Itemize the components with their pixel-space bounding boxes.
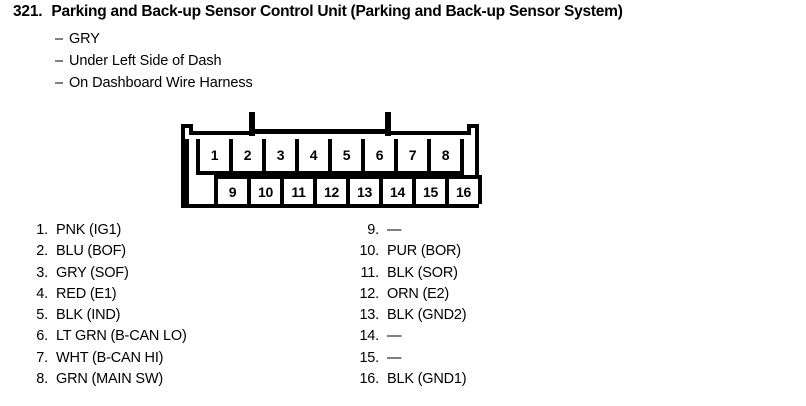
connector-shoulder-left — [181, 124, 193, 135]
pinout-label: GRY (SOF) — [56, 264, 129, 281]
connector-diagram: 1 2 3 4 5 6 7 8 9 10 11 12 13 14 15 16 — [181, 112, 482, 208]
pin-cell-12: 12 — [313, 175, 350, 204]
pin-cell-13: 13 — [346, 175, 383, 204]
pinout-label: BLU (BOF) — [56, 243, 126, 260]
entry-number: 321. — [13, 3, 43, 20]
pin-cell-7: 7 — [394, 139, 431, 175]
pinout-number: 2. — [36, 243, 48, 260]
pin-cell-16: 16 — [445, 175, 482, 204]
detail-line: –GRY — [55, 28, 253, 50]
pinout-label: RED (E1) — [56, 285, 117, 302]
pinout-row: 10. PUR (BOR) — [352, 243, 466, 264]
pinout-number: 12. — [359, 285, 379, 302]
pin-row-top: 1 2 3 4 5 6 7 8 — [185, 139, 464, 175]
latch-post-right — [385, 112, 391, 136]
pinout-row: 15. — — [352, 350, 466, 371]
pinout-row: 12. ORN (E2) — [352, 286, 466, 307]
page-title: Parking and Back-up Sensor Control Unit … — [51, 3, 623, 20]
pinout-label: GRN (MAIN SW) — [56, 371, 163, 388]
pinout-list-right: 9. — 10. PUR (BOR) 11. BLK (SOR) 12. ORN… — [352, 222, 466, 392]
detail-line: –On Dashboard Wire Harness — [55, 72, 253, 94]
pin-cell-11: 11 — [280, 175, 317, 204]
pin-cell-15: 15 — [412, 175, 449, 204]
pinout-label: PNK (IG1) — [56, 222, 122, 238]
latch-bar — [252, 129, 388, 134]
pinout-label: — — [387, 328, 402, 345]
pin-row-bottom: 9 10 11 12 13 14 15 16 — [185, 175, 482, 204]
pin-cell-10: 10 — [247, 175, 284, 204]
dash-bullet-icon: – — [55, 31, 63, 47]
connector-shoulder-left-fill — [185, 131, 189, 137]
pinout-row: 3. GRY (SOF) — [21, 265, 187, 286]
pinout-row: 4. RED (E1) — [21, 286, 187, 307]
pinout-number: 13. — [359, 307, 379, 324]
pinout-label: BLK (SOR) — [387, 264, 458, 281]
pinout-number: 16. — [359, 371, 379, 388]
pinout-label: — — [387, 349, 402, 366]
pinout-number: 11. — [360, 264, 380, 281]
pinout-number: 8. — [36, 371, 48, 388]
pinout-number: 14. — [359, 328, 379, 345]
pinout-number: 7. — [36, 349, 48, 366]
pinout-number: 4. — [36, 285, 48, 302]
detail-text: GRY — [69, 31, 100, 47]
pinout-label: LT GRN (B-CAN LO) — [56, 328, 187, 345]
pinout-label: WHT (B-CAN HI) — [56, 349, 164, 366]
connector-details-list: –GRY –Under Left Side of Dash –On Dashbo… — [55, 28, 253, 94]
pinout-label: BLK (IND) — [56, 307, 121, 324]
pinout-label: PUR (BOR) — [387, 243, 461, 260]
pinout-number: 6. — [36, 328, 48, 345]
dash-bullet-icon: – — [55, 53, 63, 69]
page-header: 321. Parking and Back-up Sensor Control … — [13, 3, 623, 21]
pinout-number: 3. — [36, 264, 48, 281]
dash-bullet-icon: – — [55, 75, 63, 91]
pin-cell-2: 2 — [229, 139, 266, 175]
pinout-row: 5. BLK (IND) — [21, 307, 187, 328]
pinout-label: BLK (GND2) — [387, 307, 467, 324]
connector-shoulder-right — [467, 124, 479, 135]
detail-text: Under Left Side of Dash — [69, 53, 222, 69]
pinout-label: BLK (GND1) — [387, 371, 467, 388]
pin-cell-5: 5 — [328, 139, 365, 175]
connector-shoulder-right-fill — [471, 131, 475, 137]
pin-cell-9: 9 — [214, 175, 251, 204]
latch-gap-inner — [255, 134, 385, 138]
pinout-list-left: 1. PNK (IG1) 2. BLU (BOF) 3. GRY (SOF) 4… — [21, 222, 187, 392]
pin-cell-1: 1 — [196, 139, 233, 175]
pinout-row: 14. — — [352, 328, 466, 349]
pinout-row: 1. PNK (IG1) — [21, 222, 187, 243]
pinout-row: 7. WHT (B-CAN HI) — [21, 350, 187, 371]
pinout-row: 16. BLK (GND1) — [352, 371, 466, 392]
latch-gap — [255, 112, 385, 129]
detail-line: –Under Left Side of Dash — [55, 50, 253, 72]
pin-cell-3: 3 — [262, 139, 299, 175]
pin-cell-6: 6 — [361, 139, 398, 175]
pin-cell-4: 4 — [295, 139, 332, 175]
pinout-label: ORN (E2) — [387, 285, 450, 302]
pinout-row: 6. LT GRN (B-CAN LO) — [21, 328, 187, 349]
pin-cell-8: 8 — [427, 139, 464, 175]
pinout-row: 2. BLU (BOF) — [21, 243, 187, 264]
pinout-number: 9. — [367, 222, 379, 238]
pinout-number: 15. — [359, 349, 379, 366]
pinout-number: 5. — [36, 307, 48, 324]
pinout-number: 1. — [36, 222, 48, 238]
pin-cell-14: 14 — [379, 175, 416, 204]
pinout-row: 11. BLK (SOR) — [352, 265, 466, 286]
pinout-row: 13. BLK (GND2) — [352, 307, 466, 328]
latch-post-left — [249, 112, 255, 136]
pinout-row: 8. GRN (MAIN SW) — [21, 371, 187, 392]
detail-text: On Dashboard Wire Harness — [69, 75, 253, 91]
pinout-number: 10. — [359, 243, 379, 260]
pinout-row: 9. — — [352, 222, 466, 243]
pinout-label: — — [387, 222, 402, 238]
